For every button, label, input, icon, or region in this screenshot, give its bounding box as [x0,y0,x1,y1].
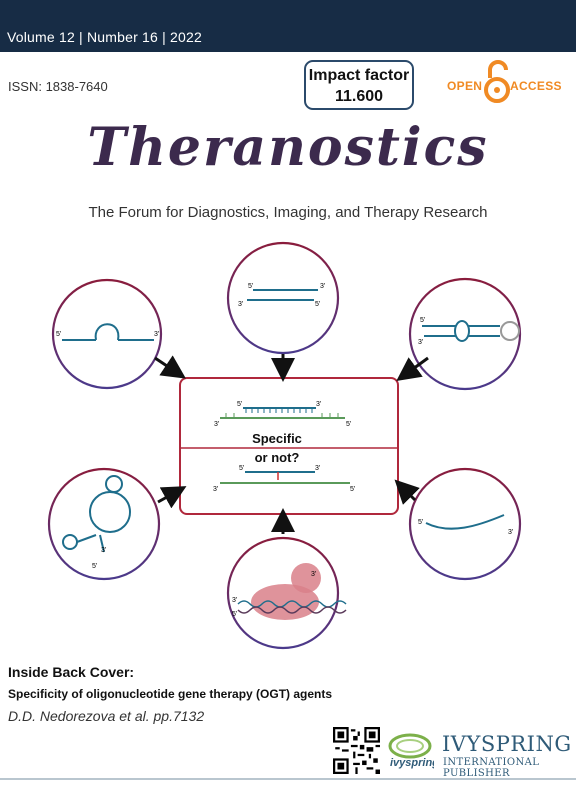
label-3-prime: 3' [232,597,237,604]
arrow [396,356,429,382]
label-5-prime: 5' [248,283,253,290]
label-3-prime: 3' [238,301,243,308]
impact-factor-value: 11.600 [334,88,384,105]
open-lock-icon [484,60,510,103]
issue-info: Volume 12 | Number 16 | 2022 [7,29,202,45]
label-3-prime: 3' [213,486,218,493]
label-3-prime: 3' [214,421,219,428]
center-box [179,377,399,515]
label-3-prime: 3' [154,331,159,338]
label-5-prime: 5' [418,519,423,526]
label-3-prime: 3' [101,547,106,554]
journal-subtitle: The Forum for Diagnostics, Imaging, and … [88,204,488,221]
label-5-prime: 5' [315,301,320,308]
circle-hairpin [51,278,163,390]
header-bar [0,0,576,52]
circle-duplex [226,241,340,355]
journal-title: Theranostics [87,117,489,178]
label-3-prime: 3' [311,571,316,578]
label-5-prime: 5' [350,486,355,493]
label-5-prime: 5' [239,465,244,472]
label-3-prime: 3' [320,283,325,290]
impact-factor-label: Impact factor [308,67,410,84]
open-access-text-right: ACCESS [510,79,562,93]
cover-illustration: 5' 3' 3' 5' Specific or not? 5' 3' 3' 5'… [47,241,522,650]
qr-code[interactable] [333,727,380,774]
label-5-prime: 5' [56,331,61,338]
ivyspring-logo: ivyspring [388,733,434,769]
center-question-line2: or not? [255,450,300,465]
label-5-prime: 5' [420,317,425,324]
impact-factor-box: Impact factor 11.600 [304,60,414,110]
bottom-divider [0,778,576,780]
label-3-prime: 3' [316,401,321,408]
publisher-name: IVYSPRING [442,732,572,756]
circle-single-strand [408,467,522,581]
label-3-prime: 3' [315,465,320,472]
article-authors: D.D. Nedorezova et al. pp.7132 [8,708,205,724]
label-3-prime: 3' [508,529,513,536]
svg-text:ivyspring: ivyspring [390,757,434,769]
publisher-subtitle: INTERNATIONAL PUBLISHER [443,757,540,779]
inside-cover-label: Inside Back Cover: [8,664,135,680]
label-5-prime: 5' [237,401,242,408]
label-5-prime: 5' [92,563,97,570]
arrow [157,486,187,509]
article-title: Specificity of oligonucleotide gene ther… [8,687,333,701]
issn-label: ISSN: 1838-7640 [8,79,108,94]
arrow [394,479,420,505]
center-question-line1: Specific [252,431,302,446]
arrow [154,355,186,379]
open-access-text-left: OPEN [447,79,483,93]
label-3-prime: 3' [418,339,423,346]
label-5-prime: 5' [346,421,351,428]
label-5-prime: 5' [232,611,237,618]
